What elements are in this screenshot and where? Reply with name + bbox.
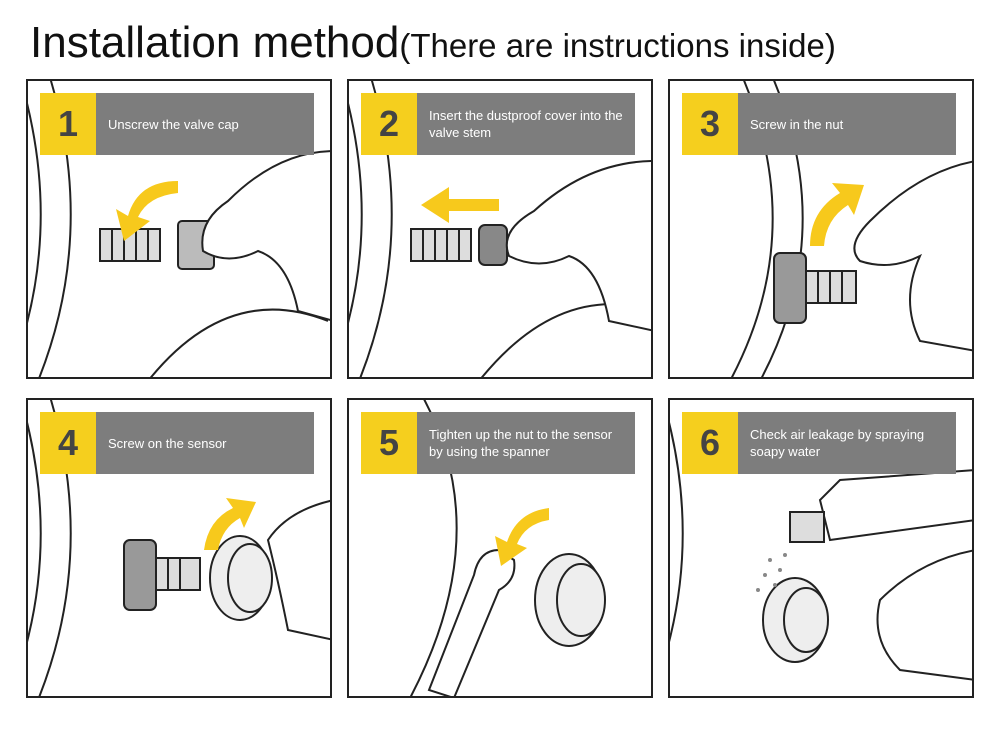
- nut-icon: [123, 539, 157, 611]
- arrow-icon: [810, 183, 864, 246]
- step-panel-6: 6 Check air leakage by spraying soapy wa…: [668, 398, 974, 698]
- step-panel-3: 3 Screw in the nut: [668, 79, 974, 379]
- step-illustration-4: [28, 400, 330, 696]
- step-panel-5: 5 Tighten up the nut to the sensor by us…: [347, 398, 653, 698]
- spray-bottle-icon: [789, 469, 972, 543]
- step-number-1: 1: [40, 93, 96, 155]
- hand-icon: [853, 160, 972, 352]
- step-panel-1: 1 Unscrew the valve cap: [26, 79, 332, 379]
- arrow-icon: [204, 498, 256, 550]
- step-number-3: 3: [682, 93, 738, 155]
- valve-stem-icon: [155, 557, 201, 591]
- step-illustration-1: [28, 81, 330, 377]
- step-text-2: Insert the dustproof cover into the valv…: [429, 108, 623, 140]
- step-banner-1: 1 Unscrew the valve cap: [40, 93, 314, 155]
- spray-droplets: [756, 553, 787, 592]
- step-text-6: Check air leakage by spraying soapy wate…: [750, 427, 925, 459]
- step-panel-4: 4 Screw on the sensor: [26, 398, 332, 698]
- step-illustration-5: [409, 400, 606, 696]
- step-number-4: 4: [40, 412, 96, 474]
- step-number-6: 6: [682, 412, 738, 474]
- page-title: Installation method(There are instructio…: [30, 18, 836, 68]
- step-illustration-2: [349, 81, 651, 377]
- step-panel-2: 2 Insert the dustproof cover into the va…: [347, 79, 653, 379]
- step-illustration-6: [670, 422, 972, 681]
- step-banner-2: 2 Insert the dustproof cover into the va…: [361, 93, 635, 155]
- title-note: (There are instructions inside): [399, 27, 836, 64]
- hand-icon: [876, 549, 972, 681]
- sensor-icon: [762, 577, 829, 663]
- title-main: Installation method: [30, 18, 400, 67]
- sensor-icon: [534, 553, 606, 647]
- hand-icon: [505, 160, 651, 332]
- nut-icon: [773, 252, 807, 324]
- arrow-icon: [116, 181, 178, 241]
- arrow-icon: [495, 508, 549, 566]
- step-banner-3: 3 Screw in the nut: [682, 93, 956, 155]
- dustproof-cover-icon: [478, 224, 508, 266]
- valve-stem-icon: [410, 228, 472, 262]
- hand-icon: [266, 499, 330, 641]
- step-text-5: Tighten up the nut to the sensor by usin…: [429, 427, 613, 459]
- step-text-3: Screw in the nut: [750, 116, 844, 132]
- sensor-icon: [209, 535, 273, 621]
- step-text-4: Screw on the sensor: [108, 435, 227, 451]
- spanner-icon: [427, 548, 516, 696]
- step-illustration-3: [730, 81, 972, 377]
- step-number-2: 2: [361, 93, 417, 155]
- step-banner-5: 5 Tighten up the nut to the sensor by us…: [361, 412, 635, 474]
- step-text-1: Unscrew the valve cap: [108, 116, 239, 132]
- step-banner-6: 6 Check air leakage by spraying soapy wa…: [682, 412, 956, 474]
- step-banner-4: 4 Screw on the sensor: [40, 412, 314, 474]
- hand-icon: [201, 150, 330, 321]
- step-number-5: 5: [361, 412, 417, 474]
- valve-stem-icon: [805, 270, 857, 304]
- arrow-icon: [421, 187, 499, 223]
